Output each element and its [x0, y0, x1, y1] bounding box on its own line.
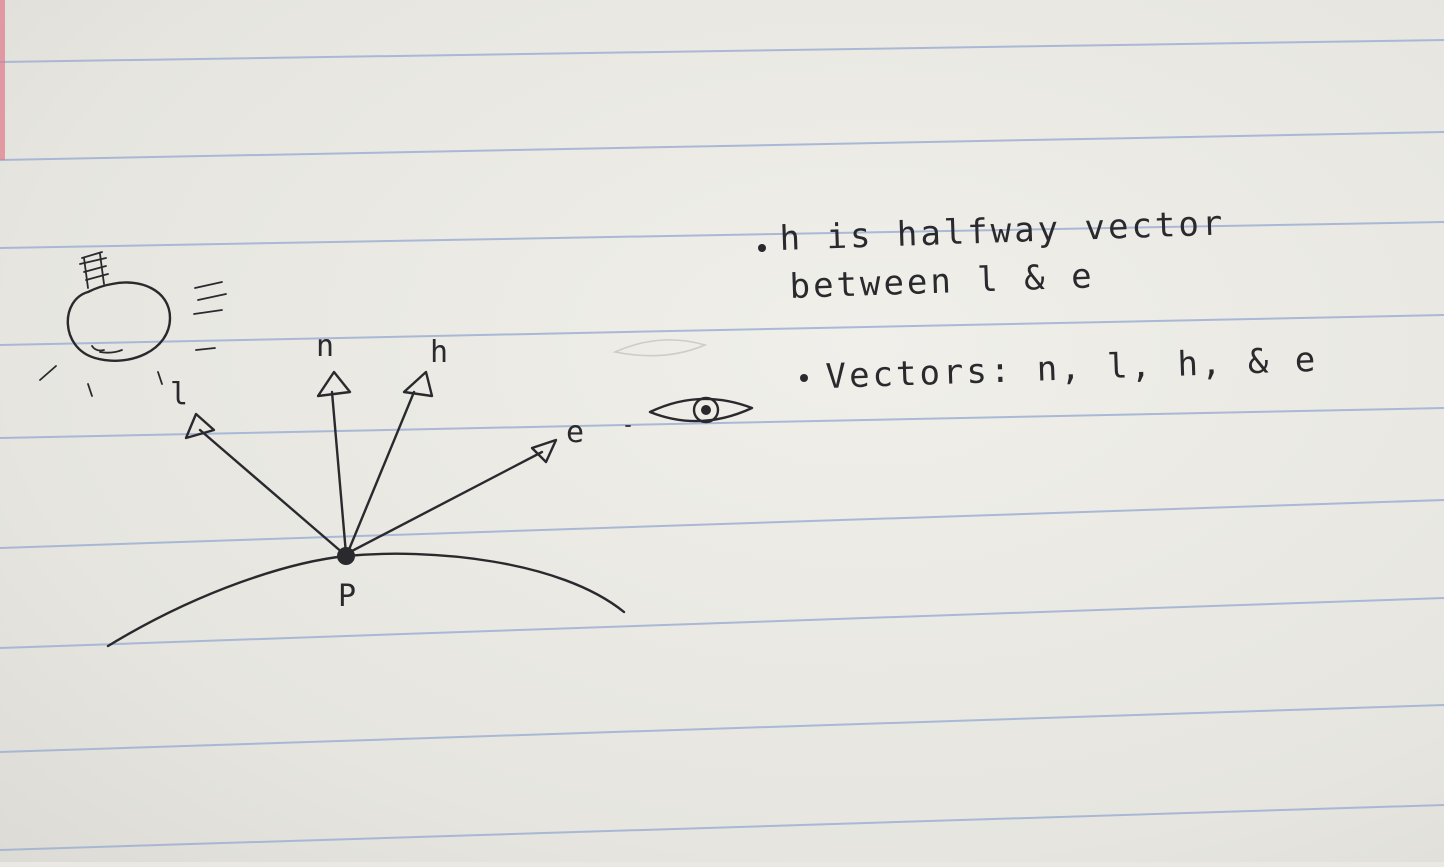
label-h: h — [430, 335, 448, 370]
label-l: l — [170, 377, 188, 412]
label-n: n — [316, 329, 334, 364]
note-line-1: h is halfway vector — [779, 203, 1226, 259]
point-p-dot — [337, 547, 355, 565]
vector-h — [346, 370, 434, 554]
vector-n — [316, 370, 352, 556]
surface-curve — [106, 552, 626, 648]
note-line-3: Vectors: n, l, h, & e — [825, 340, 1319, 397]
ruled-lines — [0, 39, 1444, 851]
bullet-1 — [758, 244, 766, 252]
eye-icon — [648, 396, 754, 424]
note-line-2: between l & e — [789, 256, 1095, 307]
label-p: P — [338, 579, 356, 614]
vector-l — [184, 412, 346, 556]
show-through-mark — [612, 339, 708, 357]
label-e: e — [566, 415, 584, 450]
bullet-2 — [800, 374, 808, 382]
vector-e — [348, 438, 558, 554]
light-source-icon — [39, 251, 227, 397]
